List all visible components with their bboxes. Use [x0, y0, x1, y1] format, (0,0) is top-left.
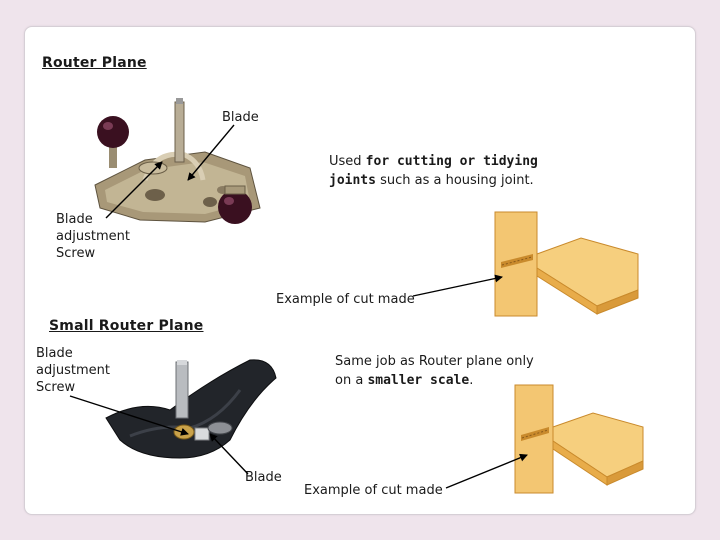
- router-plane-image: [94, 98, 261, 224]
- example-cut-label-2: Example of cut made: [304, 483, 443, 498]
- small-blade-adjustment-screw-label: Blade adjustment Screw: [36, 346, 110, 395]
- small-router-plane-heading: Small Router Plane: [49, 318, 204, 334]
- router-plane-heading: Router Plane: [42, 55, 147, 71]
- router-plane-description: Used for cutting or tidying joints such …: [329, 154, 538, 188]
- housing-joint-image-1: [494, 211, 639, 317]
- example-cut-label-1: Example of cut made: [276, 292, 415, 307]
- small-router-plane-image: [105, 359, 277, 459]
- small-router-plane-description: Same job as Router plane only on a small…: [335, 354, 534, 388]
- blade-adjustment-screw-label: Blade adjustment Screw: [56, 212, 130, 261]
- small-blade-label: Blade: [245, 470, 282, 485]
- blade-label: Blade: [222, 110, 259, 125]
- housing-joint-image-2: [514, 384, 644, 494]
